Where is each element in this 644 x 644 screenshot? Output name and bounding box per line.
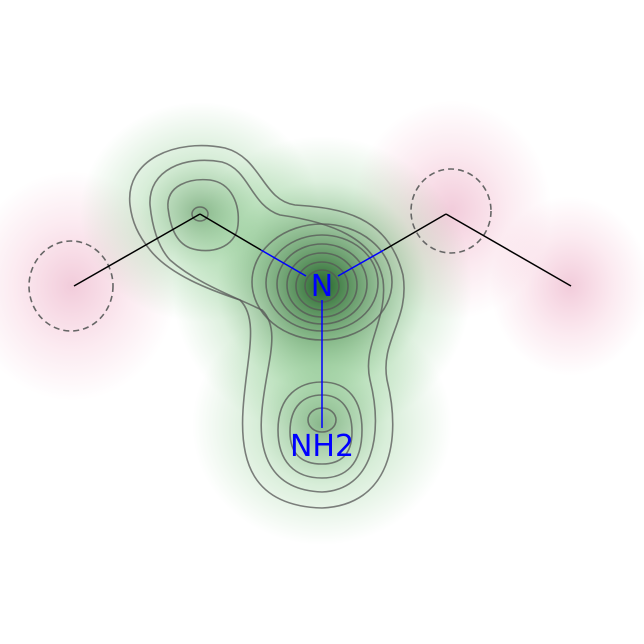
- atom-label-n: N: [311, 269, 333, 304]
- contour-upper-4: [191, 206, 209, 222]
- contour-lower-3: [277, 381, 363, 479]
- contour-2: [149, 159, 385, 493]
- contour-negative-left: [28, 240, 114, 332]
- bond-c2-n-carbon-half: [199, 213, 262, 251]
- contour-outer: [128, 144, 405, 509]
- bond-c1-c2: [73, 213, 201, 287]
- bond-c3-c4: [445, 213, 572, 287]
- contour-upper-3: [167, 178, 240, 252]
- atom-label-nh2: NH2: [290, 429, 354, 464]
- negative-density-far-right: [490, 196, 644, 376]
- bond-n-c3-carbon-half: [383, 213, 447, 251]
- bond-n-c3-nitrogen-half: [337, 249, 385, 277]
- contour-lower-4: [289, 394, 353, 465]
- contour-negative-right: [410, 168, 492, 254]
- bond-c2-n-nitrogen-half: [260, 249, 307, 277]
- bonds: [73, 213, 572, 428]
